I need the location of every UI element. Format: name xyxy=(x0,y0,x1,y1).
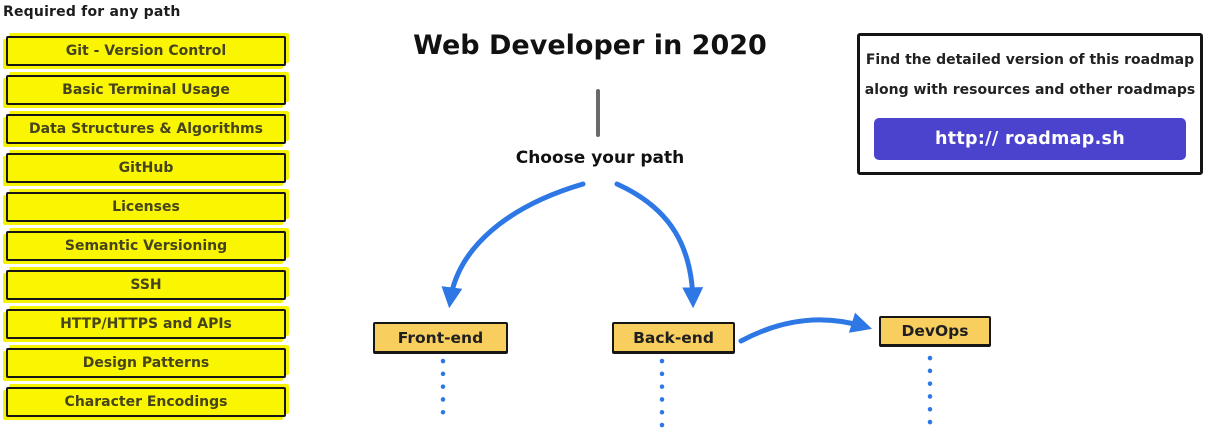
required-topics-list: Git - Version Control Basic Terminal Usa… xyxy=(6,36,286,417)
topic-basic-terminal-usage[interactable]: Basic Terminal Usage xyxy=(6,75,286,105)
topic-git-version-control[interactable]: Git - Version Control xyxy=(6,36,286,66)
path-node-backend[interactable]: Back-end xyxy=(612,322,735,354)
path-node-frontend[interactable]: Front-end xyxy=(373,322,508,354)
sidebar-heading: Required for any path xyxy=(3,4,181,20)
topic-github[interactable]: GitHub xyxy=(6,153,286,183)
arrow-to-devops-icon xyxy=(738,312,873,344)
roadmap-info-box: Find the detailed version of this roadma… xyxy=(857,33,1203,175)
roadmap-url-button[interactable]: http:// roadmap.sh xyxy=(874,118,1186,160)
topic-design-patterns[interactable]: Design Patterns xyxy=(6,348,286,378)
topic-semantic-versioning[interactable]: Semantic Versioning xyxy=(6,231,286,261)
title-stem-line xyxy=(596,89,600,137)
info-text-line2: along with resources and other roadmaps xyxy=(864,82,1196,98)
topic-licenses[interactable]: Licenses xyxy=(6,192,286,222)
info-text-line1: Find the detailed version of this roadma… xyxy=(865,52,1195,68)
topic-http-https-apis[interactable]: HTTP/HTTPS and APIs xyxy=(6,309,286,339)
arrow-to-backend-icon xyxy=(614,181,704,309)
topic-data-structures-algorithms[interactable]: Data Structures & Algorithms xyxy=(6,114,286,144)
page-title: Web Developer in 2020 xyxy=(413,30,767,61)
topic-ssh[interactable]: SSH xyxy=(6,270,286,300)
topic-character-encodings[interactable]: Character Encodings xyxy=(6,387,286,417)
choose-path-label: Choose your path xyxy=(515,148,685,168)
path-node-devops[interactable]: DevOps xyxy=(879,316,991,347)
arrow-to-frontend-icon xyxy=(441,181,586,309)
